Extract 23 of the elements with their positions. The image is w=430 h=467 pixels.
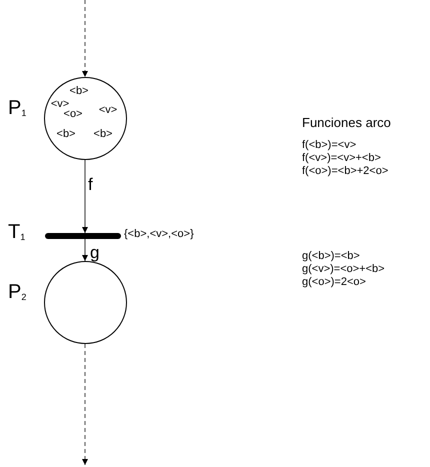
- function-label: g(<b>)=<b>: [302, 251, 360, 262]
- token-label: <b>: [94, 129, 112, 140]
- heading-label: Funciones arco: [302, 116, 391, 129]
- token-label: <o>: [64, 109, 82, 120]
- token-label: <v>: [98, 105, 118, 116]
- token-label: <b>: [70, 86, 88, 97]
- arrow: [82, 160, 88, 234]
- token-label: <b>: [56, 129, 76, 140]
- dashed-arrow: [82, 344, 88, 466]
- function-label: g(<v>)=<o>+<b>: [302, 264, 385, 275]
- marking-label: {<b>,<v>,<o>}: [124, 229, 194, 240]
- transition-bar: [45, 233, 121, 239]
- node-name: P$_{2}$: [8, 282, 26, 302]
- function-label: f(<o>)=<b>+2<o>: [302, 166, 388, 177]
- function-label: g(<o>)=2<o>: [302, 277, 366, 288]
- dashed-arrow: [82, 0, 88, 78]
- edge-label: f: [88, 176, 93, 193]
- node-name: T$_{1}$: [8, 222, 26, 242]
- arrow: [82, 238, 88, 262]
- token-label: <v>: [50, 99, 70, 110]
- function-label: f(<v>)=<v>+<b>: [302, 153, 381, 164]
- function-label: f(<b>)=<v>: [302, 140, 356, 151]
- node-name: P$_{1}$: [8, 98, 26, 118]
